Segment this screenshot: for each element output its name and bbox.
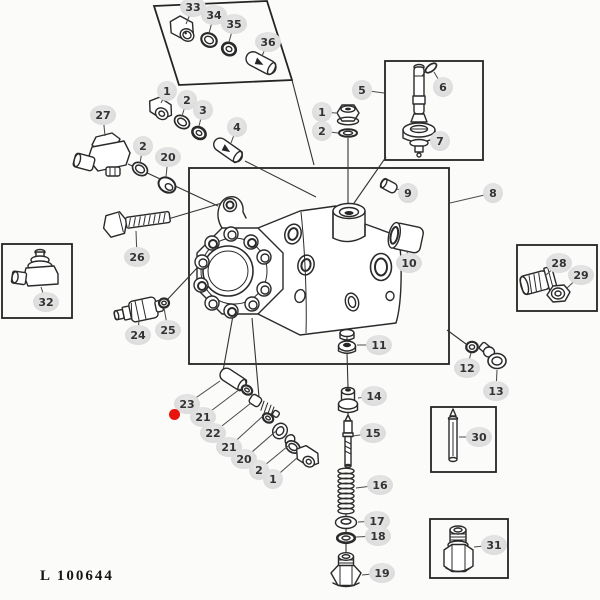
callout-2: 2	[177, 90, 197, 110]
inset-box-30	[430, 406, 497, 473]
part-26-hex-bolt	[102, 210, 171, 238]
part-14-poppet	[337, 386, 359, 414]
part-34-o-ring	[200, 32, 218, 48]
callout-30: 30	[466, 427, 492, 447]
part-31-hex-fitting	[443, 525, 474, 573]
inset-box-8-main	[188, 167, 450, 365]
callout-26: 26	[124, 247, 150, 267]
inset-box-28-29	[516, 244, 598, 312]
part-12-o-ring	[465, 340, 479, 354]
callout-2: 2	[133, 136, 153, 156]
callout-2: 2	[312, 121, 332, 141]
callout-20: 20	[155, 147, 181, 167]
inset-box-31	[429, 518, 509, 579]
callout-32: 32	[33, 292, 59, 312]
part-3-backup-ring-a	[191, 125, 207, 141]
callout-15: 15	[360, 423, 386, 443]
callout-34: 34	[201, 5, 227, 25]
part-18-o-ring	[335, 531, 357, 545]
callout-8: 8	[483, 183, 503, 203]
part-1-hex-plug-a	[148, 96, 173, 121]
part-29-hex-nut	[546, 284, 571, 303]
part-19-hex-fitting	[330, 552, 362, 588]
callout-1: 1	[312, 102, 332, 122]
callout-6: 6	[433, 77, 453, 97]
part-25-o-ring-c	[157, 297, 171, 309]
callout-1: 1	[263, 469, 283, 489]
part-9-plug	[379, 177, 398, 194]
part-17-washer	[334, 515, 358, 530]
callout-18: 18	[365, 526, 391, 546]
part-32-elbow-valve	[10, 248, 59, 287]
part-16-spring	[337, 467, 355, 515]
part-1-hex-plug-d	[295, 444, 320, 468]
part-10-bushing	[387, 221, 424, 254]
callout-10: 10	[396, 253, 422, 273]
callout-29: 29	[568, 265, 594, 285]
part-13-plug	[478, 341, 507, 370]
part-6-clip	[421, 62, 438, 77]
part-2-o-ring-a	[173, 114, 191, 130]
callout-21: 21	[190, 407, 216, 427]
callout-12: 12	[454, 358, 480, 378]
part-7-valve-assembly	[402, 63, 436, 158]
part-20-seat	[271, 422, 296, 446]
callout-25: 25	[155, 320, 181, 340]
callout-16: 16	[367, 475, 393, 495]
part-33-hex-plug	[169, 15, 195, 42]
part-2-washer-c	[338, 128, 358, 138]
callout-24: 24	[125, 325, 151, 345]
callout-28: 28	[546, 253, 572, 273]
part-4-pin-a	[213, 137, 243, 164]
callout-33: 33	[180, 0, 206, 17]
part-20-washer-b	[157, 176, 177, 194]
part-28-threaded-plug	[519, 265, 558, 296]
callout-22: 22	[200, 423, 226, 443]
part-15-valve-stem	[342, 414, 354, 469]
callout-13: 13	[483, 381, 509, 401]
part-21-o-ring-b	[261, 412, 275, 424]
callout-3: 3	[193, 100, 213, 120]
callout-9: 9	[398, 183, 418, 203]
part-21-o-ring-a	[240, 384, 254, 396]
callout-11: 11	[366, 335, 392, 355]
callout-7: 7	[430, 131, 450, 151]
part-2-o-ring-b	[131, 161, 149, 177]
callout-4: 4	[227, 117, 247, 137]
callout-19: 19	[369, 563, 395, 583]
drawing-number: L 100644	[40, 568, 114, 584]
part-22-poppet-spring	[248, 393, 281, 418]
callout-5: 5	[352, 80, 372, 100]
part-27-elbow-fitting	[72, 132, 131, 177]
part-11-cap	[337, 340, 357, 354]
part-36-pin	[245, 51, 277, 76]
red-dot-marker	[168, 408, 180, 420]
callout-1: 1	[157, 81, 177, 101]
inset-box-32	[1, 243, 73, 319]
callout-14: 14	[361, 386, 387, 406]
flange-bolt-holes	[193, 226, 272, 319]
callout-27: 27	[90, 105, 116, 125]
part-1-hex-cap-c	[336, 104, 360, 126]
part-35-seal-ring	[220, 41, 238, 57]
callout-31: 31	[481, 535, 507, 555]
callout-35: 35	[221, 14, 247, 34]
main-valve-body	[193, 196, 402, 341]
inset-box-5	[384, 60, 484, 161]
callout-36: 36	[255, 32, 281, 52]
part-30-needle-valve	[447, 408, 459, 463]
